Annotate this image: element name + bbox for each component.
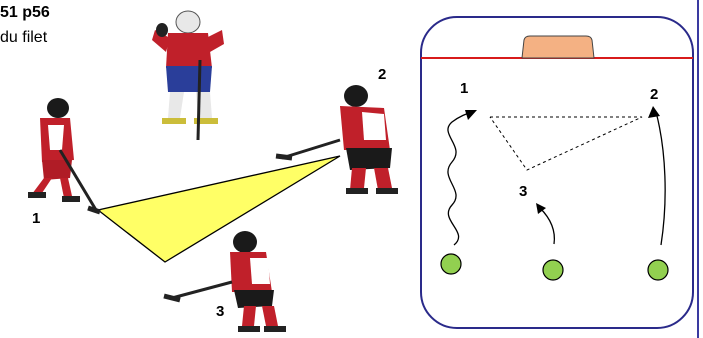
player-2-label: 2: [378, 66, 387, 83]
goal-net: [521, 35, 595, 59]
rink-diagram: [420, 16, 694, 329]
rink-position-3-label: 3: [519, 183, 528, 200]
player-2-figure: [275, 85, 398, 194]
player-3-label: 3: [216, 303, 225, 320]
arrowhead-1: [465, 110, 477, 120]
arrowhead-2: [648, 106, 660, 118]
player-3-figure: [163, 231, 286, 332]
arrowhead-3: [536, 203, 546, 214]
right-border-line: [697, 0, 699, 338]
player-1-label: 1: [32, 210, 41, 227]
cone-1: [440, 253, 462, 275]
cone-3: [542, 259, 564, 281]
diagram-subtitle: du filet: [0, 29, 48, 46]
player-1-figure: [28, 98, 101, 215]
rink-position-2-label: 2: [650, 86, 659, 103]
player-standing-figure: [152, 10, 224, 141]
cone-2: [647, 259, 669, 281]
passing-triangle: [96, 155, 341, 263]
rink-boundary: [420, 16, 694, 329]
skate-path-1: [447, 111, 473, 246]
skate-path-2: [655, 111, 666, 246]
diagram-title: 51 p56: [0, 4, 50, 21]
rink-position-1-label: 1: [460, 80, 469, 97]
